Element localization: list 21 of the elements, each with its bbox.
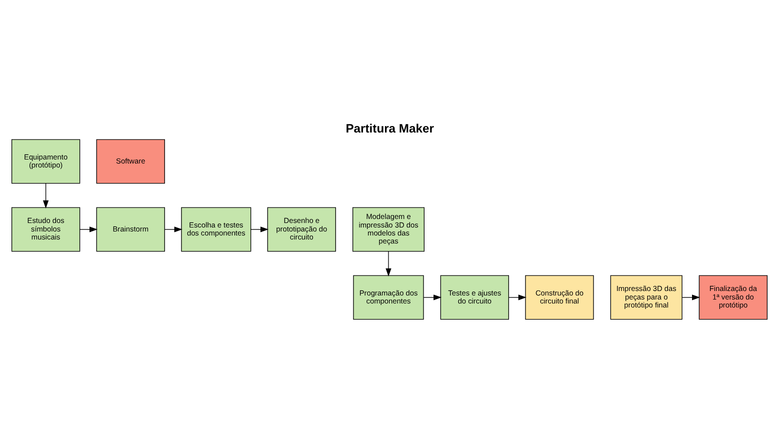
node-box: Testes e ajustes do circuito — [440, 274, 509, 320]
arrow — [80, 226, 98, 232]
arrow — [386, 250, 392, 276]
node-box: Impressão 3D das peças para o protótipo final — [610, 274, 682, 320]
arrow — [508, 294, 526, 300]
node-box: Finalização da 1ª versão do protótipo — [698, 274, 768, 320]
node-box: Escolha e testes dos componentes — [181, 206, 252, 252]
arrow — [164, 226, 182, 232]
arrow — [423, 294, 442, 300]
node-box: Estudo dos símbolos musicais — [11, 206, 80, 252]
node-box: Equipamento (protótipo) — [11, 138, 80, 184]
diagram-title: Partitura Maker — [346, 120, 434, 135]
arrow — [42, 182, 49, 208]
node-box: Brainstorm — [96, 206, 165, 252]
node-box: Construção do circuito final — [525, 274, 594, 320]
node-box: Software — [96, 138, 165, 184]
node-box: Modelagem e impressão 3D dos modelos das peças — [352, 206, 425, 252]
node-box: Programação dos componentes — [353, 274, 424, 320]
node-box: Desenho e prototipação do circuito — [267, 206, 336, 252]
arrow — [682, 294, 700, 300]
arrow — [250, 226, 269, 232]
